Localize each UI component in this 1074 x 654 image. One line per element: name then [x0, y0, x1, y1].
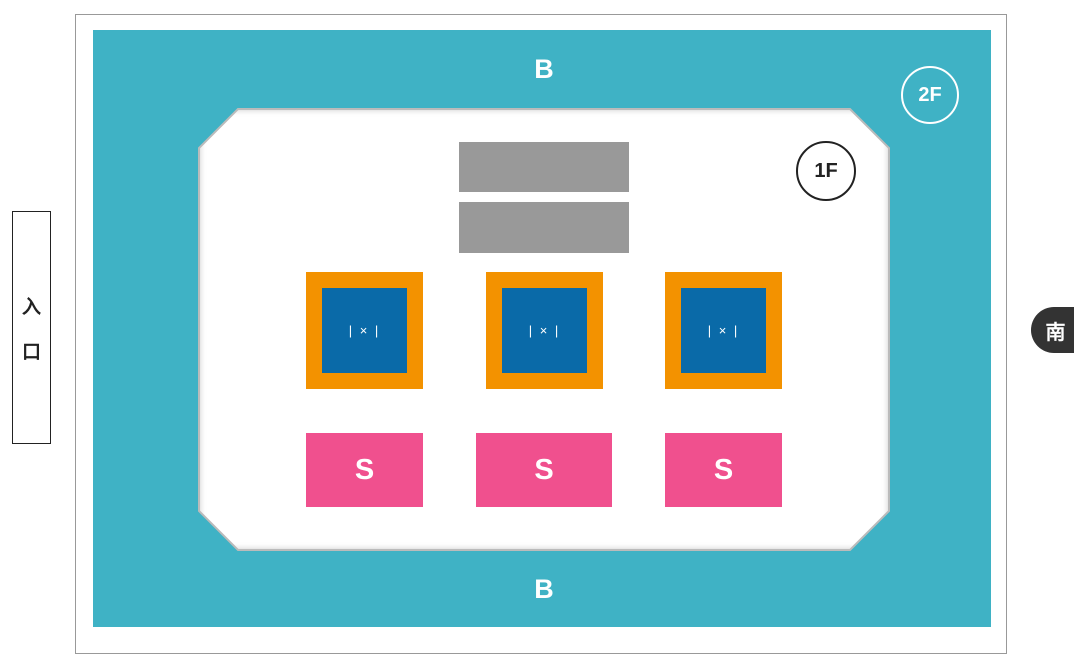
s-block-3[interactable]: S: [665, 433, 782, 507]
booth-1[interactable]: | × |: [306, 272, 423, 389]
booth-3-label: | × |: [681, 288, 766, 373]
booth-1-label: | × |: [322, 288, 407, 373]
booth-2-label: | × |: [502, 288, 587, 373]
booth-3[interactable]: | × |: [665, 272, 782, 389]
zone-b-top-label: B: [534, 54, 554, 84]
stage-block-lower: [459, 202, 629, 253]
south-direction-badge: 南: [1031, 307, 1074, 353]
floor-2f-badge: 2F: [901, 66, 959, 124]
zone-b-bottom-label: B: [534, 574, 554, 604]
floor-1f-badge: 1F: [796, 141, 856, 201]
booth-2[interactable]: | × |: [486, 272, 603, 389]
entrance-sign: 入 口: [12, 211, 51, 444]
s-block-2[interactable]: S: [476, 433, 612, 507]
s-block-1[interactable]: S: [306, 433, 423, 507]
entrance-char-1: 入: [21, 296, 41, 318]
entrance-char-2: 口: [21, 341, 41, 363]
stage-block-upper: [459, 142, 629, 192]
